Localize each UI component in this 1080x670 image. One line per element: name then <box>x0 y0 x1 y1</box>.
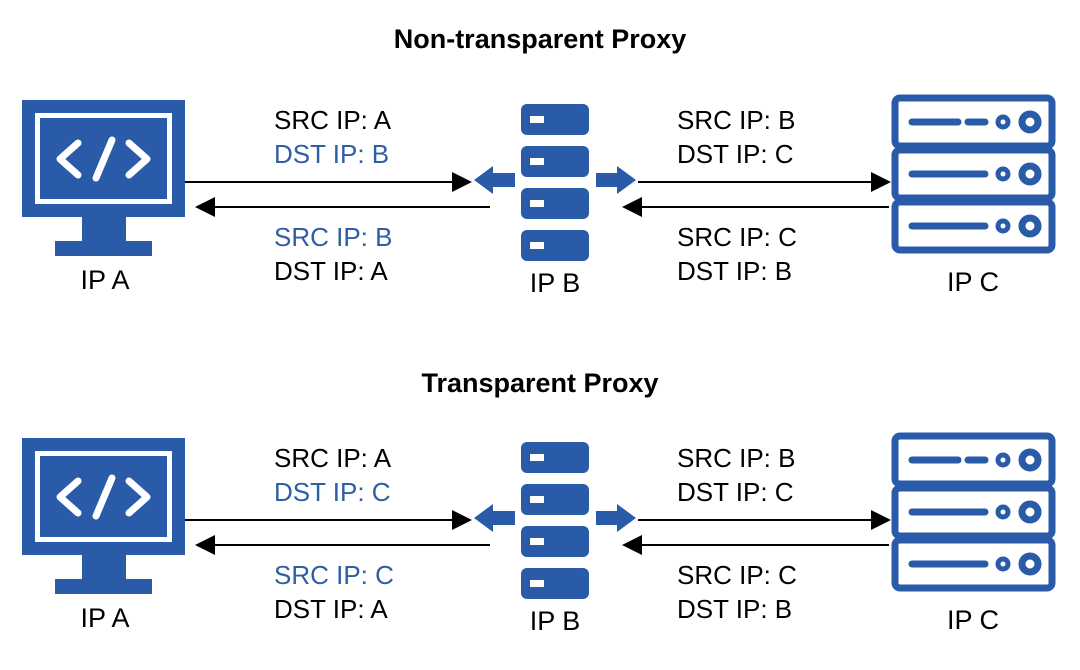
right-return-src: SRC IP: C <box>677 560 797 590</box>
client-label: IP A <box>80 265 130 295</box>
left-forward-dst: DST IP: C <box>274 477 391 507</box>
proxy-label: IP B <box>529 268 581 298</box>
left-forward-src: SRC IP: A <box>274 105 392 135</box>
non-transparent-proxy-diagram: Non-transparent Proxy <box>0 0 1080 330</box>
proxy-outbound-arrow <box>596 166 636 194</box>
right-forward-src: SRC IP: B <box>677 105 796 135</box>
server-label: IP C <box>946 267 1000 297</box>
server-stack-icon <box>521 104 589 261</box>
right-forward-dst: DST IP: C <box>677 477 794 507</box>
right-forward-src: SRC IP: B <box>677 443 796 473</box>
client-label: IP A <box>80 603 130 633</box>
code-monitor-icon <box>22 100 185 256</box>
diagram-graphics <box>22 94 1056 261</box>
right-return-src: SRC IP: C <box>677 222 797 252</box>
proxy-outbound-arrow <box>596 504 636 532</box>
left-return-src: SRC IP: B <box>274 222 393 252</box>
server-label: IP C <box>946 605 1000 635</box>
left-return-dst: DST IP: A <box>274 256 388 286</box>
right-return-dst: DST IP: B <box>677 594 793 624</box>
left-return-src: SRC IP: C <box>274 560 394 590</box>
left-forward-src: SRC IP: A <box>274 443 392 473</box>
diagram-title: Transparent Proxy <box>421 368 659 398</box>
right-return-dst: DST IP: B <box>677 256 793 286</box>
transparent-proxy-diagram: Transparent Proxy <box>0 340 1080 670</box>
right-forward-dst: DST IP: C <box>677 139 794 169</box>
proxy-inbound-arrow <box>474 504 515 532</box>
diagram-graphics <box>22 432 1056 599</box>
left-forward-dst: DST IP: B <box>274 139 390 169</box>
server-rack-icon <box>891 432 1056 592</box>
diagram-title: Non-transparent Proxy <box>393 24 687 54</box>
server-stack-icon <box>521 442 589 599</box>
proxy-label: IP B <box>529 606 581 636</box>
server-rack-icon <box>891 94 1056 254</box>
proxy-inbound-arrow <box>474 166 515 194</box>
code-monitor-icon <box>22 438 185 594</box>
left-return-dst: DST IP: A <box>274 594 388 624</box>
